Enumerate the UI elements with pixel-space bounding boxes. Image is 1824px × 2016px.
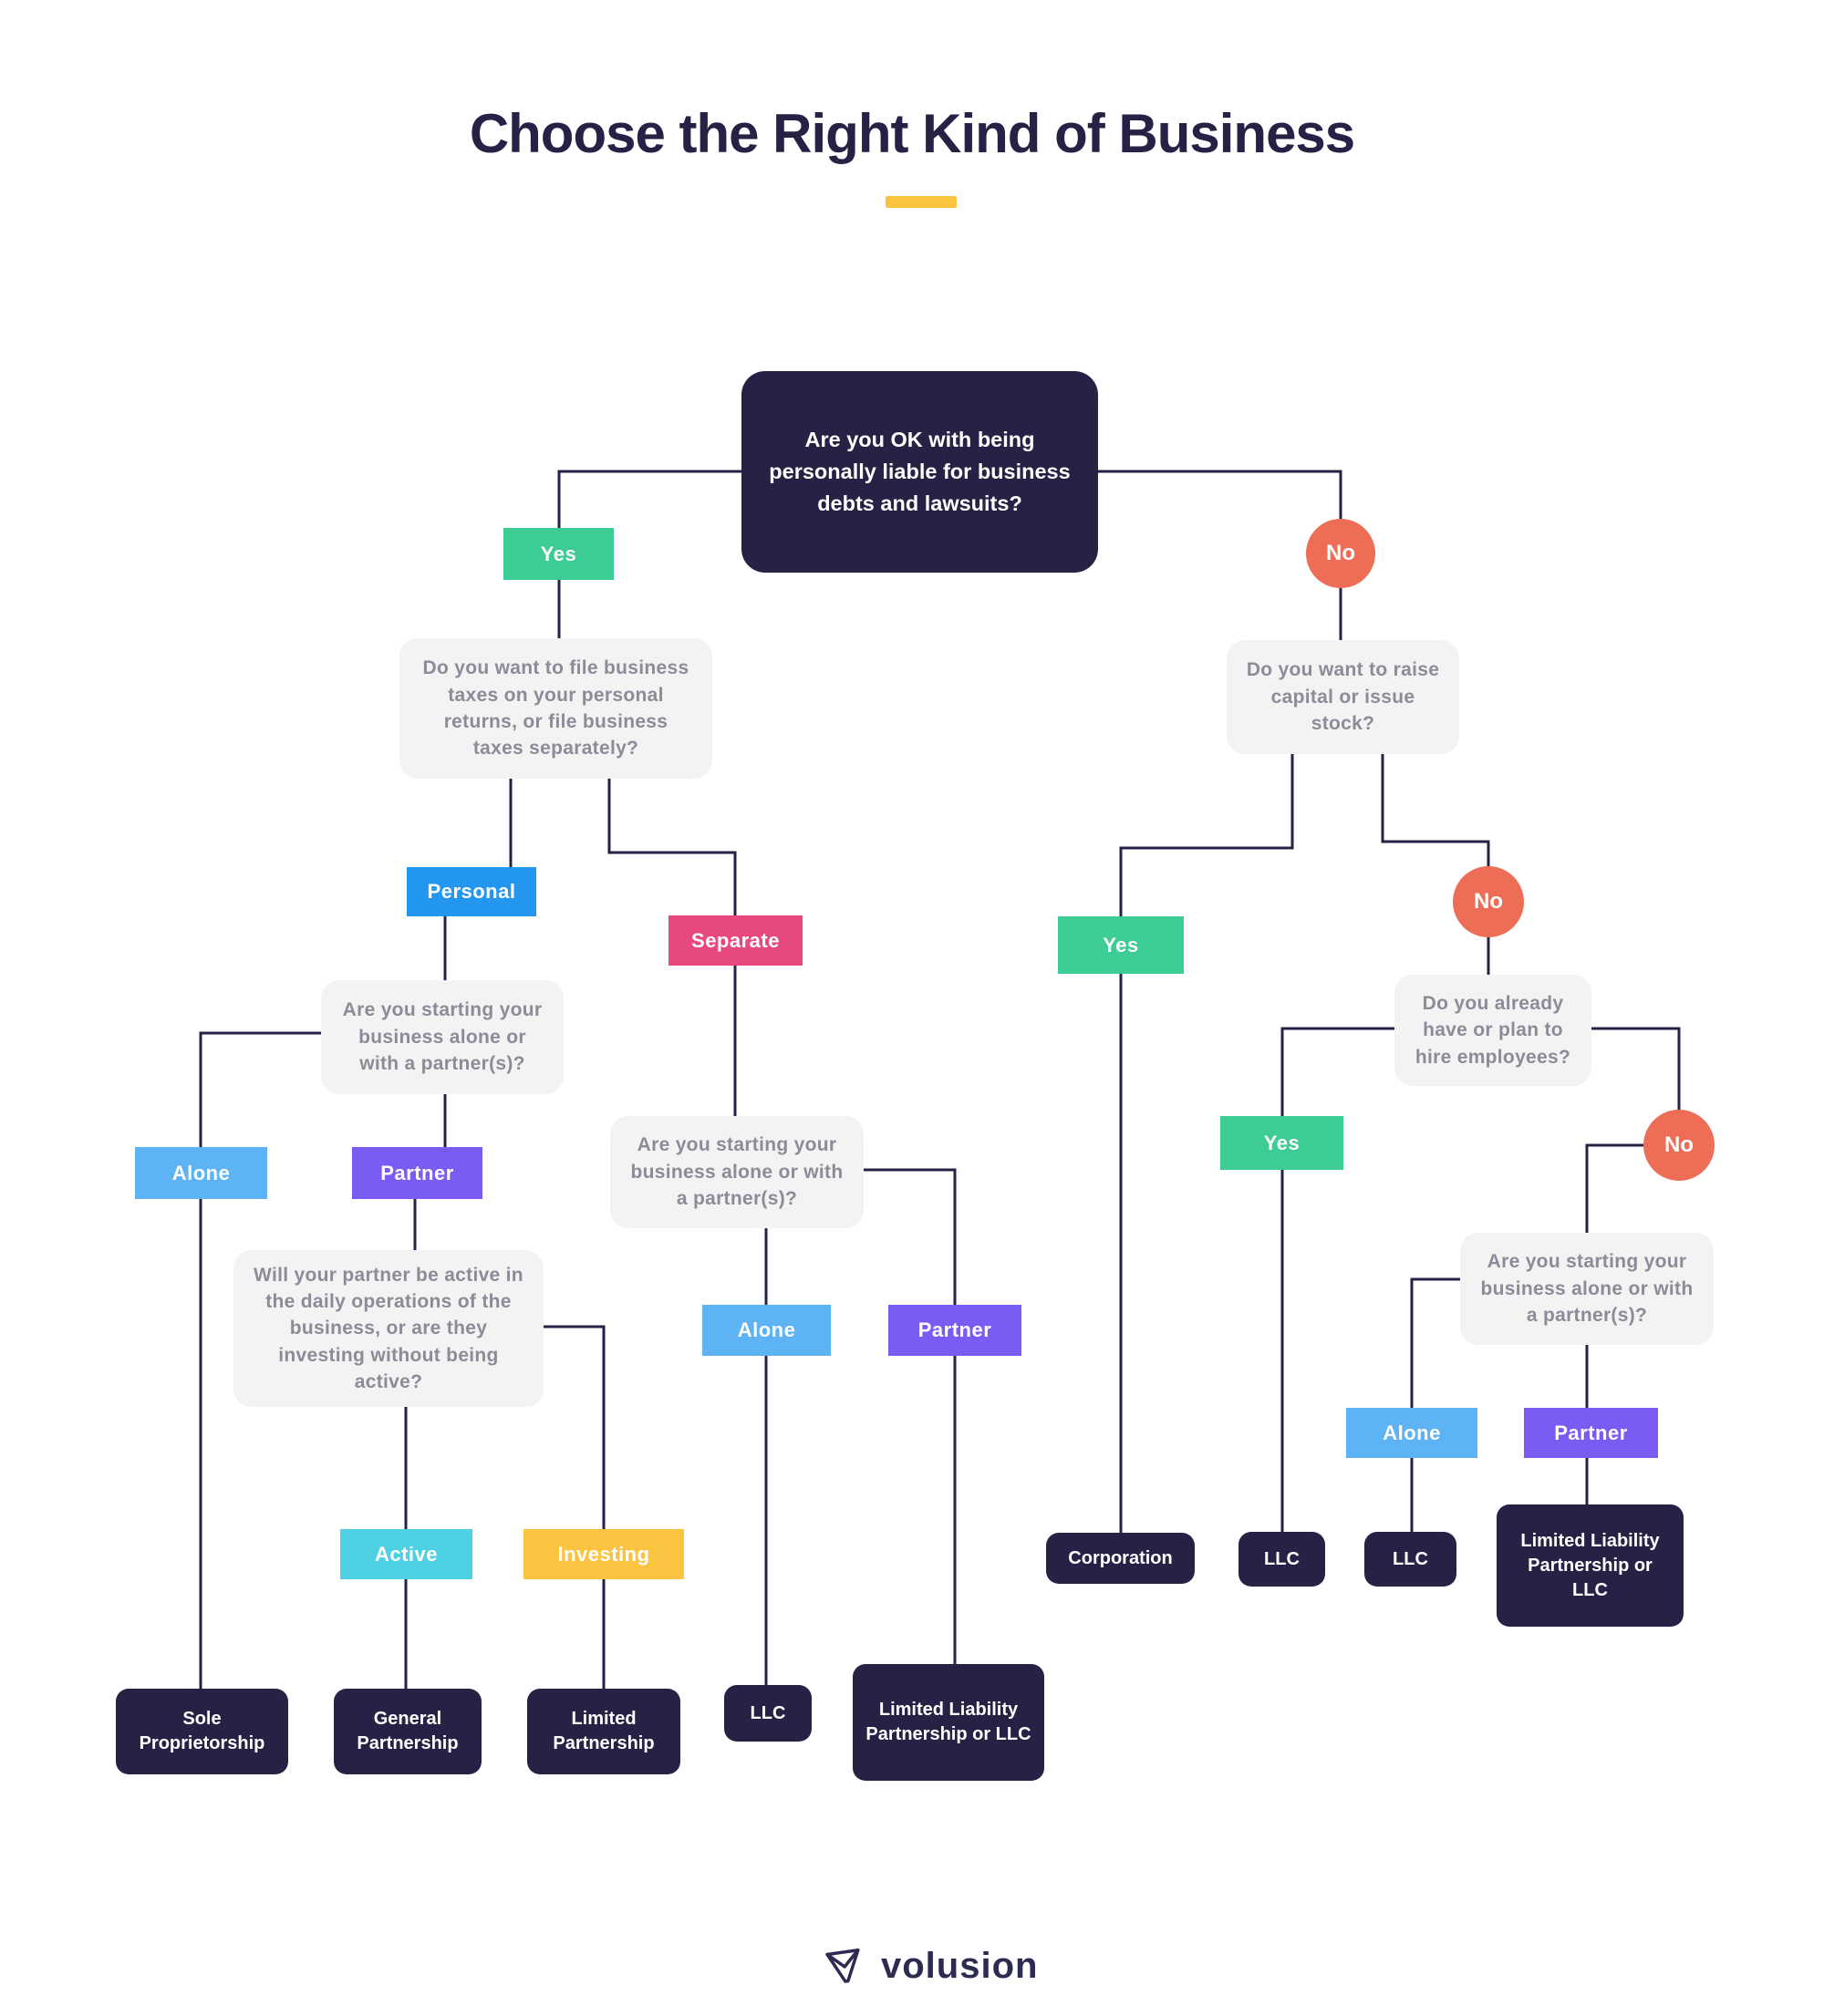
- result-llp-separate-partner: Limited Liability Partnership or LLC: [853, 1664, 1044, 1781]
- connector-line: [1280, 1027, 1394, 1535]
- branch-label-personal: Personal: [407, 867, 536, 916]
- connector-line: [864, 1168, 957, 1669]
- branch-label-no-employees: No: [1643, 1110, 1715, 1181]
- question-root-liability: Are you OK with being personally liable …: [741, 371, 1098, 573]
- connector-line: [1381, 754, 1490, 975]
- branch-label-separate: Separate: [668, 915, 803, 966]
- question-partner-active: Will your partner be active in the daily…: [233, 1250, 544, 1407]
- branch-label-yes-root: Yes: [503, 528, 614, 580]
- branch-label-yes-employees: Yes: [1220, 1116, 1343, 1170]
- connector-line: [1585, 1143, 1644, 1233]
- branch-label-alone-left: Alone: [135, 1147, 267, 1199]
- result-llc-separate-alone: LLC: [724, 1685, 812, 1742]
- branch-label-investing: Investing: [523, 1529, 684, 1579]
- connector-line: [199, 1031, 321, 1147]
- branch-label-yes-capital: Yes: [1058, 916, 1184, 974]
- connector-line: [557, 470, 741, 638]
- connector-line: [544, 1325, 606, 1693]
- result-sole-proprietorship: Sole Proprietorship: [116, 1689, 288, 1774]
- branch-label-alone-right: Alone: [1346, 1408, 1477, 1458]
- result-llc-employees-yes: LLC: [1238, 1532, 1325, 1587]
- result-corporation: Corporation: [1046, 1533, 1195, 1584]
- result-general-partnership: General Partnership: [334, 1689, 482, 1774]
- connector-line: [1098, 470, 1342, 640]
- branch-label-partner-right: Partner: [1524, 1408, 1658, 1458]
- branch-label-partner-left: Partner: [352, 1147, 482, 1199]
- result-llp-right-partner: Limited Liability Partnership or LLC: [1497, 1504, 1684, 1627]
- connector-line: [607, 779, 737, 915]
- branch-label-partner-mid: Partner: [888, 1305, 1021, 1356]
- question-alone-or-partner-right: Are you starting your business alone or …: [1460, 1233, 1714, 1345]
- title-underline-bar: [886, 196, 957, 208]
- branch-label-alone-mid: Alone: [702, 1305, 831, 1356]
- branch-label-active: Active: [340, 1529, 472, 1579]
- branch-label-no-capital: No: [1453, 866, 1524, 937]
- question-file-taxes: Do you want to file business taxes on yo…: [399, 638, 712, 779]
- branch-label-no-root: No: [1306, 519, 1375, 588]
- brand-footer: volusion: [821, 1942, 1038, 1990]
- result-limited-partnership: Limited Partnership: [527, 1689, 680, 1774]
- question-alone-or-partner-mid: Are you starting your business alone or …: [610, 1116, 864, 1228]
- question-alone-or-partner-left: Are you starting your business alone or …: [321, 980, 564, 1094]
- connector-line: [1119, 754, 1294, 916]
- question-raise-capital: Do you want to raise capital or issue st…: [1227, 640, 1459, 754]
- question-hire-employees: Do you already have or plan to hire empl…: [1394, 975, 1591, 1086]
- result-llc-right-alone: LLC: [1364, 1532, 1456, 1587]
- page-title: Choose the Right Kind of Business: [469, 103, 1355, 164]
- connector-line: [1591, 1027, 1681, 1113]
- volusion-logo-icon: [825, 1949, 860, 1983]
- brand-name: volusion: [881, 1945, 1039, 1986]
